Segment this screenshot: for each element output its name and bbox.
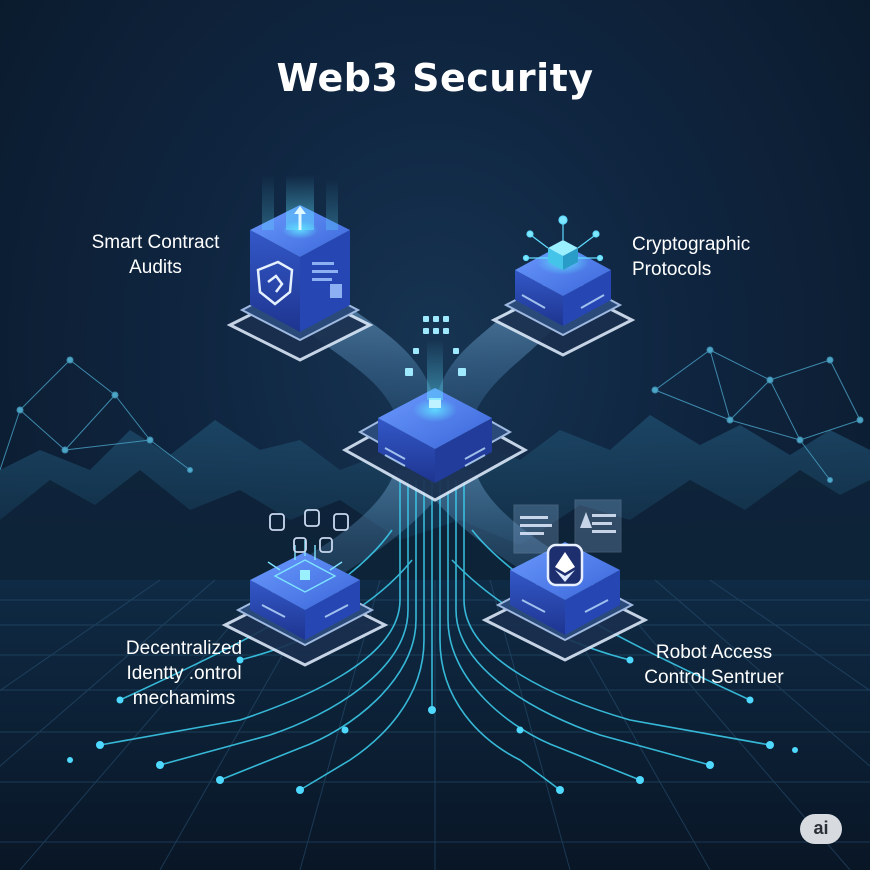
network-cube-icon (522, 215, 604, 270)
floating-hex-icons (269, 509, 349, 553)
label-line: Identty .ontrol (126, 663, 242, 684)
label-cryptographic-protocols: Cryptographic Protocols (632, 232, 802, 282)
label-line: Control Sentruer (644, 667, 784, 688)
label-decentralized-identity: Decentralized Identty .ontrol mechamims (98, 636, 270, 711)
label-line: Decentralized (125, 638, 243, 659)
label-line: Protocols (632, 259, 712, 280)
robot-access-cube (481, 542, 649, 662)
shield-icon (256, 260, 294, 306)
label-smart-contract-audits: Smart Contract Audits (78, 230, 233, 280)
circuit-root-nodes (67, 656, 798, 794)
document-lines-icon (312, 262, 342, 298)
label-line: Smart Contract (91, 232, 220, 253)
smart-contract-cube (226, 175, 374, 362)
constellation-left (0, 356, 193, 473)
center-node-cube (341, 316, 529, 502)
label-line: mechamims (132, 688, 236, 709)
constellation-right (651, 346, 864, 483)
cryptographic-cube (490, 244, 636, 357)
label-line: Audits (129, 257, 182, 278)
label-line: Robot Access (655, 642, 773, 663)
floating-panels (513, 499, 622, 554)
label-line: Cryptographic (632, 234, 751, 255)
decentralized-identity-cube (221, 552, 389, 667)
ai-badge: ai (800, 814, 842, 844)
ethereum-icon (546, 543, 584, 587)
circuit-chip-icon (267, 540, 343, 593)
mountain-range (0, 415, 870, 600)
label-robot-access-control: Robot Access Control Sentruer (628, 640, 800, 690)
perspective-grid (0, 579, 870, 870)
page-title: Web3 Security (276, 56, 594, 100)
